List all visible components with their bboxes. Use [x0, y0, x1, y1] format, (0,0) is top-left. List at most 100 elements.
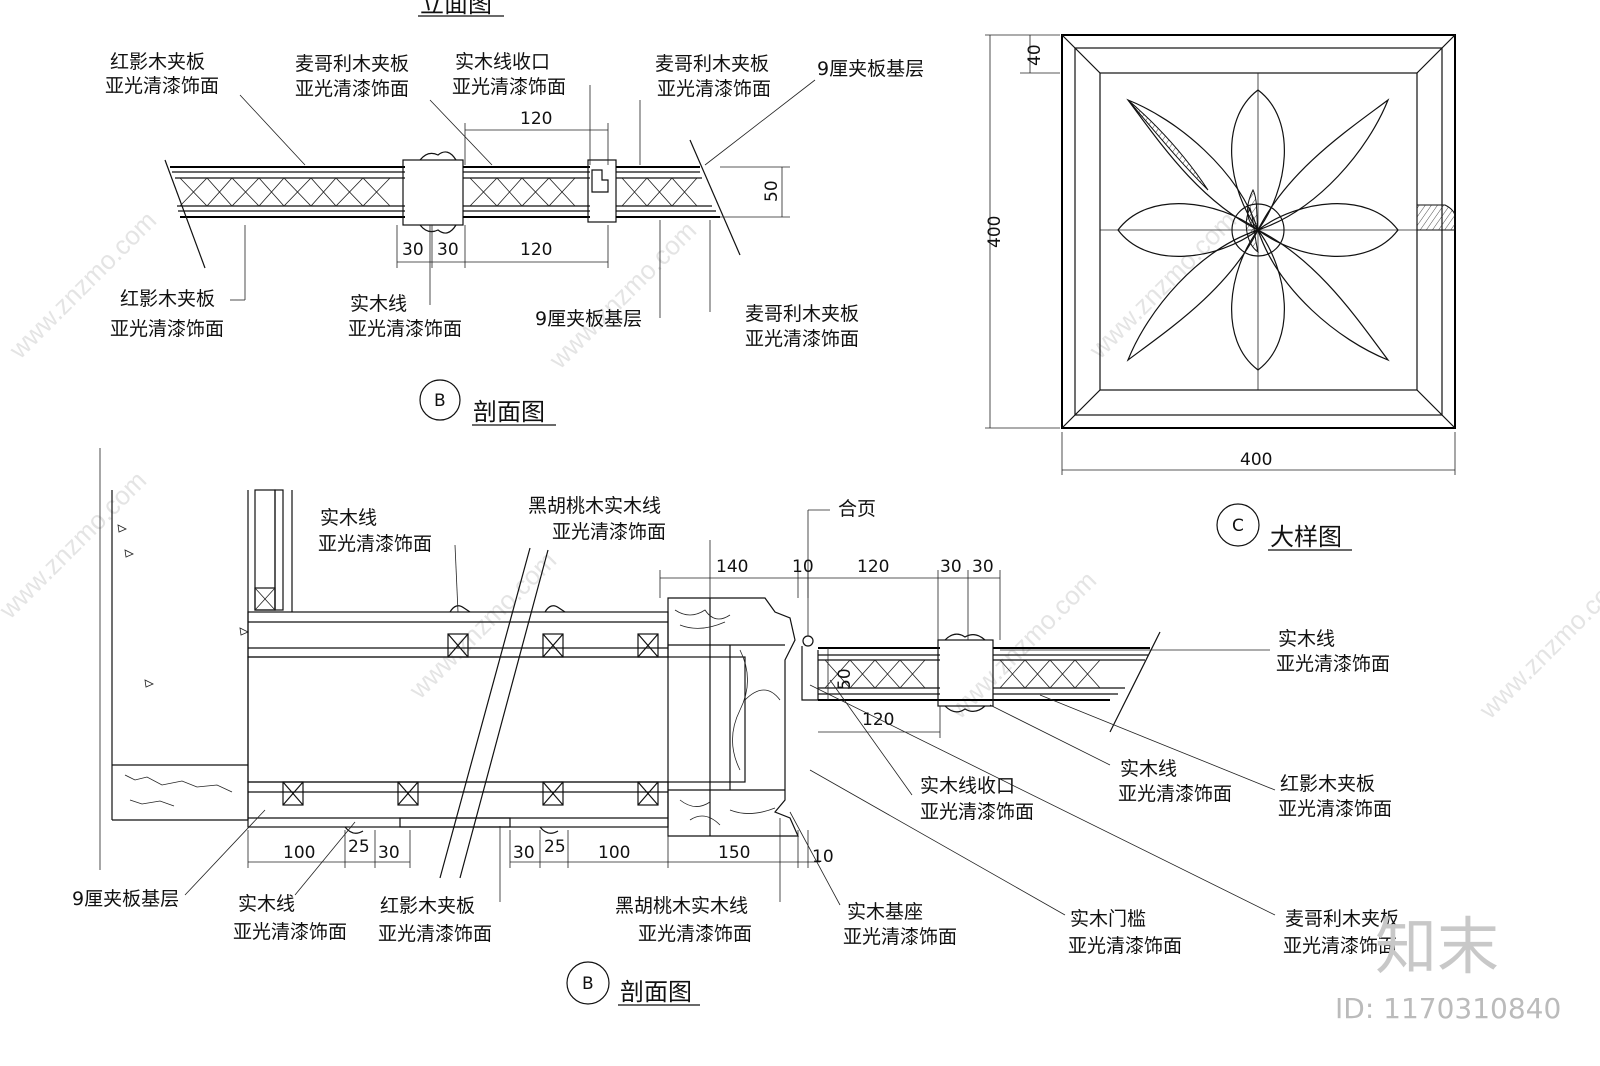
svg-text:亚光清漆饰面: 亚光清漆饰面 [295, 78, 409, 100]
label-shoukou: 实木线收口 [920, 775, 1015, 797]
svg-text:40: 40 [1025, 44, 1045, 66]
svg-text:亚光清漆饰面: 亚光清漆饰面 [657, 78, 771, 100]
svg-text:120: 120 [857, 557, 889, 577]
section-b-bottom: 实木线 亚光清漆饰面 黑胡桃木实木线 亚光清漆饰面 合页 实木线 亚光清漆饰面 … [72, 448, 1399, 1006]
elevation-title: 立面图 [420, 0, 492, 18]
svg-text:亚光清漆饰面: 亚光清漆饰面 [1068, 935, 1182, 957]
detail-c-dims: 40 400 400 [985, 34, 1456, 475]
section-b-bottom-title: 剖面图 [620, 978, 692, 1006]
label-maige-top2: 麦哥利木夹板 [655, 53, 769, 75]
svg-text:25: 25 [348, 837, 370, 857]
section-b-bottom-leaders [184, 509, 1276, 916]
label-maige-bot: 麦哥利木夹板 [745, 303, 859, 325]
label-shimuxian: 实木线 [350, 293, 407, 315]
section-b-bottom-marker [566, 961, 610, 1005]
svg-text:亚光清漆饰面: 亚光清漆饰面 [1278, 798, 1392, 820]
svg-text:www.znzmo.com: www.znzmo.com [542, 215, 702, 375]
detail-c-marker [1216, 503, 1260, 547]
svg-text:亚光清漆饰面: 亚光清漆饰面 [378, 923, 492, 945]
label-hongying-bot: 红影木夹板 [120, 288, 215, 310]
svg-text:亚光清漆饰面: 亚光清漆饰面 [348, 318, 462, 340]
svg-text:www.znzmo.com: www.znzmo.com [2, 205, 162, 365]
section-b-top-dims: 120 50 30 30 120 [396, 109, 790, 268]
svg-text:120: 120 [862, 710, 894, 730]
svg-text:B: B [582, 974, 594, 994]
svg-text:www.znzmo.com: www.znzmo.com [1472, 565, 1600, 725]
wall-drawing [99, 448, 293, 870]
svg-text:50: 50 [835, 668, 855, 690]
svg-text:亚光清漆饰面: 亚光清漆饰面 [105, 75, 219, 97]
section-b-top-title: 剖面图 [473, 398, 545, 426]
svg-text:25: 25 [544, 837, 566, 857]
label-hongying-top: 红影木夹板 [110, 51, 205, 73]
label-maige-top: 麦哥利木夹板 [295, 53, 409, 75]
detail-c: 40 400 400 C 大样图 [985, 34, 1456, 551]
label-shimuxian-m: 实木线 [1120, 758, 1177, 780]
svg-text:C: C [1232, 516, 1244, 536]
panel-top-drawing [164, 139, 741, 269]
svg-text:120: 120 [520, 109, 552, 129]
svg-text:140: 140 [716, 557, 748, 577]
svg-text:亚光清漆饰面: 亚光清漆饰面 [110, 318, 224, 340]
label-jiceng: 9厘夹板基层 [72, 888, 179, 910]
svg-text:10: 10 [792, 557, 814, 577]
svg-text:亚光清漆饰面: 亚光清漆饰面 [1283, 935, 1397, 957]
detail-c-title: 大样图 [1270, 523, 1342, 551]
svg-text:30: 30 [437, 240, 459, 260]
svg-text:亚光清漆饰面: 亚光清漆饰面 [745, 328, 859, 350]
section-b-top-labels: 红影木夹板 亚光清漆饰面 麦哥利木夹板 亚光清漆饰面 实木线收口 亚光清漆饰面 … [105, 51, 924, 350]
jamb-assembly [247, 547, 819, 879]
label-shimuxian-b: 实木线 [238, 893, 295, 915]
svg-text:亚光清漆饰面: 亚光清漆饰面 [452, 76, 566, 98]
svg-text:亚光清漆饰面: 亚光清漆饰面 [1276, 653, 1390, 675]
svg-text:www.znzmo.com: www.znzmo.com [0, 465, 152, 625]
svg-text:亚光清漆饰面: 亚光清漆饰面 [233, 921, 347, 943]
brand-watermark: 知末 ID: 1170310840 [1335, 910, 1561, 1025]
svg-text:100: 100 [598, 843, 630, 863]
label-shimuxian-tl: 实木线 [320, 507, 377, 529]
svg-text:400: 400 [1240, 450, 1272, 470]
label-jiceng-top: 9厘夹板基层 [817, 58, 924, 80]
svg-text:30: 30 [513, 843, 535, 863]
label-jiceng-bot: 9厘夹板基层 [535, 308, 642, 330]
label-hongying-r: 红影木夹板 [1280, 773, 1375, 795]
door-leaf [818, 631, 1161, 733]
image-id-text: ID: 1170310840 [1335, 992, 1561, 1025]
svg-text:120: 120 [520, 240, 552, 260]
label-jizuo: 实木基座 [847, 901, 923, 923]
label-shoukou: 实木线收口 [455, 51, 550, 73]
section-b-bottom-dims: 140 10 120 30 30 50 120 100 25 30 3 [247, 557, 1001, 868]
svg-text:30: 30 [940, 557, 962, 577]
section-b-top: 红影木夹板 亚光清漆饰面 麦哥利木夹板 亚光清漆饰面 实木线收口 亚光清漆饰面 … [105, 51, 924, 426]
svg-text:30: 30 [972, 557, 994, 577]
svg-text:亚光清漆饰面: 亚光清漆饰面 [920, 801, 1034, 823]
svg-text:www.znzmo.com: www.znzmo.com [402, 545, 562, 705]
label-maige: 麦哥利木夹板 [1285, 908, 1399, 930]
svg-text:30: 30 [402, 240, 424, 260]
label-heihutao-top: 黑胡桃木实木线 [528, 495, 661, 517]
label-hinge: 合页 [838, 498, 876, 520]
label-menkan: 实木门槛 [1070, 908, 1146, 930]
svg-text:B: B [434, 391, 446, 411]
section-b-top-leaders [230, 79, 816, 318]
svg-text:150: 150 [718, 843, 750, 863]
section-b-bottom-labels: 实木线 亚光清漆饰面 黑胡桃木实木线 亚光清漆饰面 合页 实木线 亚光清漆饰面 … [72, 495, 1399, 957]
svg-text:亚光清漆饰面: 亚光清漆饰面 [552, 521, 666, 543]
logo-text: 知末 [1375, 910, 1499, 983]
svg-text:50: 50 [762, 180, 782, 202]
svg-text:400: 400 [985, 216, 1005, 248]
label-shimuxian-r: 实木线 [1278, 628, 1335, 650]
svg-text:100: 100 [283, 843, 315, 863]
svg-text:亚光清漆饰面: 亚光清漆饰面 [318, 533, 432, 555]
label-hongying-b: 红影木夹板 [380, 895, 475, 917]
rosette-ornament [1117, 89, 1399, 371]
svg-text:亚光清漆饰面: 亚光清漆饰面 [843, 926, 957, 948]
svg-text:10: 10 [812, 847, 834, 867]
watermark-layer: www.znzmo.com www.znzmo.com www.znzmo.co… [0, 205, 1600, 725]
section-b-top-marker [419, 379, 461, 421]
svg-text:30: 30 [378, 843, 400, 863]
rosette-panel [1061, 34, 1456, 429]
svg-text:亚光清漆饰面: 亚光清漆饰面 [638, 923, 752, 945]
svg-text:亚光清漆饰面: 亚光清漆饰面 [1118, 783, 1232, 805]
